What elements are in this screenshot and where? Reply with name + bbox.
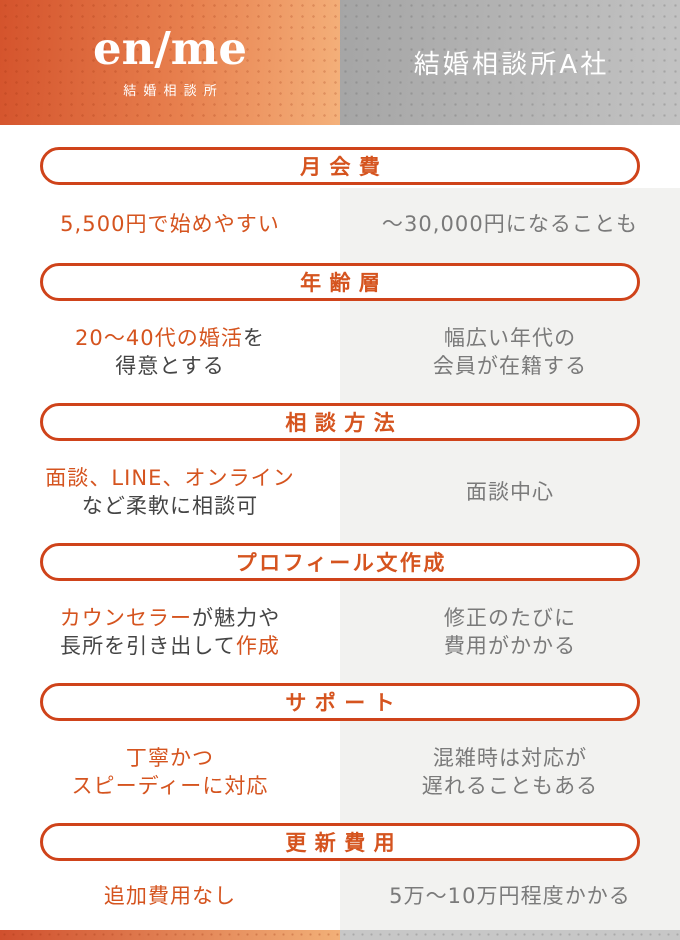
brand-cell: 丁寧かつスピーディーに対応 <box>0 721 340 823</box>
text-line: 会員が在籍する <box>432 354 588 378</box>
text-segment: 得意とする <box>115 354 225 378</box>
competitor-cell: 5万〜10万円程度かかる <box>340 861 680 930</box>
category-label: 年齢層 <box>300 271 389 295</box>
header: en/me 結婚相談所 結婚相談所A社 <box>0 0 680 125</box>
category-label: サポート <box>285 691 403 715</box>
text-segment: スピーディーに対応 <box>71 774 269 798</box>
competitor-cell: 〜30,000円になることも <box>340 185 680 263</box>
text-line: 20〜40代の婚活を <box>75 324 265 352</box>
text-line: 〜30,000円になることも <box>381 212 639 236</box>
text-segment: 丁寧かつ <box>125 746 215 770</box>
brand-subtitle: 結婚相談所 <box>123 84 224 99</box>
text-line: 追加費用なし <box>104 882 236 910</box>
category-pill: サポート <box>40 683 640 721</box>
text-line: 修正のたびに <box>443 606 577 630</box>
text-line: 5万〜10万円程度かかる <box>389 883 631 908</box>
text-segment: 長所を引き出して <box>60 634 236 658</box>
text-line: カウンセラーが魅力や <box>60 604 281 632</box>
text-segment: 追加費用なし <box>103 883 237 908</box>
footer-brand-stripe <box>0 930 340 940</box>
comparison-section: 相談方法面談、LINE、オンラインなど柔軟に相談可 面談中心 <box>0 403 680 543</box>
competitor-cell: 混雑時は対応が遅れることもある <box>340 721 680 823</box>
competitor-cell: 幅広い年代の会員が在籍する <box>340 301 680 403</box>
comparison-row: 追加費用なし 5万〜10万円程度かかる <box>0 861 680 930</box>
text-line: 費用がかかる <box>443 634 577 658</box>
text-line: 遅れることもある <box>421 774 599 798</box>
comparison-section: プロフィール文作成カウンセラーが魅力や長所を引き出して作成修正のたびに費用がかか… <box>0 543 680 683</box>
comparison-body: 月会費 5,500円で始めやすい 〜30,000円になることも年齢層 20〜40代の婚… <box>0 125 680 930</box>
text-line: 得意とする <box>115 352 225 380</box>
comparison-section: サポート丁寧かつスピーディーに対応混雑時は対応が遅れることもある <box>0 683 680 823</box>
text-line: 面談、LINE、オンライン <box>45 464 295 492</box>
brand-cell: 面談、LINE、オンラインなど柔軟に相談可 <box>0 441 340 543</box>
text-segment: 20〜40代の婚活 <box>75 326 243 350</box>
comparison-section: 月会費 5,500円で始めやすい 〜30,000円になることも <box>0 147 680 263</box>
text-line: 5,500円で始めやすい <box>60 210 280 238</box>
comparison-row: 丁寧かつスピーディーに対応混雑時は対応が遅れることもある <box>0 721 680 823</box>
text-segment: 面談、LINE、オンライン <box>45 466 295 490</box>
category-label: 更新費用 <box>285 831 403 855</box>
comparison-row: カウンセラーが魅力や長所を引き出して作成修正のたびに費用がかかる <box>0 581 680 683</box>
text-segment: が魅力や <box>192 606 281 630</box>
text-line: 幅広い年代の <box>443 326 577 350</box>
brand-cell: 5,500円で始めやすい <box>0 185 340 263</box>
category-pill: 月会費 <box>40 147 640 185</box>
category-label: 月会費 <box>300 155 389 179</box>
footer-stripe <box>0 930 680 940</box>
competitor-title: 結婚相談所A社 <box>413 50 610 80</box>
footer-competitor-stripe <box>340 930 680 940</box>
competitor-cell: 面談中心 <box>340 441 680 543</box>
text-line: など柔軟に相談可 <box>82 492 258 520</box>
sections-container: 月会費 5,500円で始めやすい 〜30,000円になることも年齢層 20〜40代の婚… <box>0 147 680 930</box>
brand-cell: 追加費用なし <box>0 861 340 930</box>
brand-cell: 20〜40代の婚活を得意とする <box>0 301 340 403</box>
text-line: 混雑時は対応が <box>432 746 588 770</box>
text-segment: を <box>242 326 265 350</box>
comparison-row: 面談、LINE、オンラインなど柔軟に相談可 面談中心 <box>0 441 680 543</box>
competitor-panel: 結婚相談所A社 <box>340 0 680 125</box>
category-pill: 年齢層 <box>40 263 640 301</box>
text-line: 丁寧かつ <box>126 744 214 772</box>
brand-cell: カウンセラーが魅力や長所を引き出して作成 <box>0 581 340 683</box>
comparison-row: 20〜40代の婚活を得意とする幅広い年代の会員が在籍する <box>0 301 680 403</box>
text-line: 長所を引き出して作成 <box>60 632 280 660</box>
text-line: スピーディーに対応 <box>72 772 269 800</box>
category-pill: 相談方法 <box>40 403 640 441</box>
brand-logo: en/me <box>92 22 248 75</box>
text-segment: 5,500円で始めやすい <box>60 212 280 236</box>
comparison-row: 5,500円で始めやすい 〜30,000円になることも <box>0 185 680 263</box>
text-segment: 作成 <box>235 634 280 658</box>
category-label: プロフィール文作成 <box>235 551 447 575</box>
competitor-cell: 修正のたびに費用がかかる <box>340 581 680 683</box>
category-pill: プロフィール文作成 <box>40 543 640 581</box>
text-line: 面談中心 <box>465 480 555 504</box>
text-segment: など柔軟に相談可 <box>81 494 259 518</box>
text-segment: カウンセラー <box>59 606 193 630</box>
comparison-section: 更新費用追加費用なし 5万〜10万円程度かかる <box>0 823 680 930</box>
category-pill: 更新費用 <box>40 823 640 861</box>
brand-panel: en/me 結婚相談所 <box>0 0 340 125</box>
category-label: 相談方法 <box>285 411 403 435</box>
